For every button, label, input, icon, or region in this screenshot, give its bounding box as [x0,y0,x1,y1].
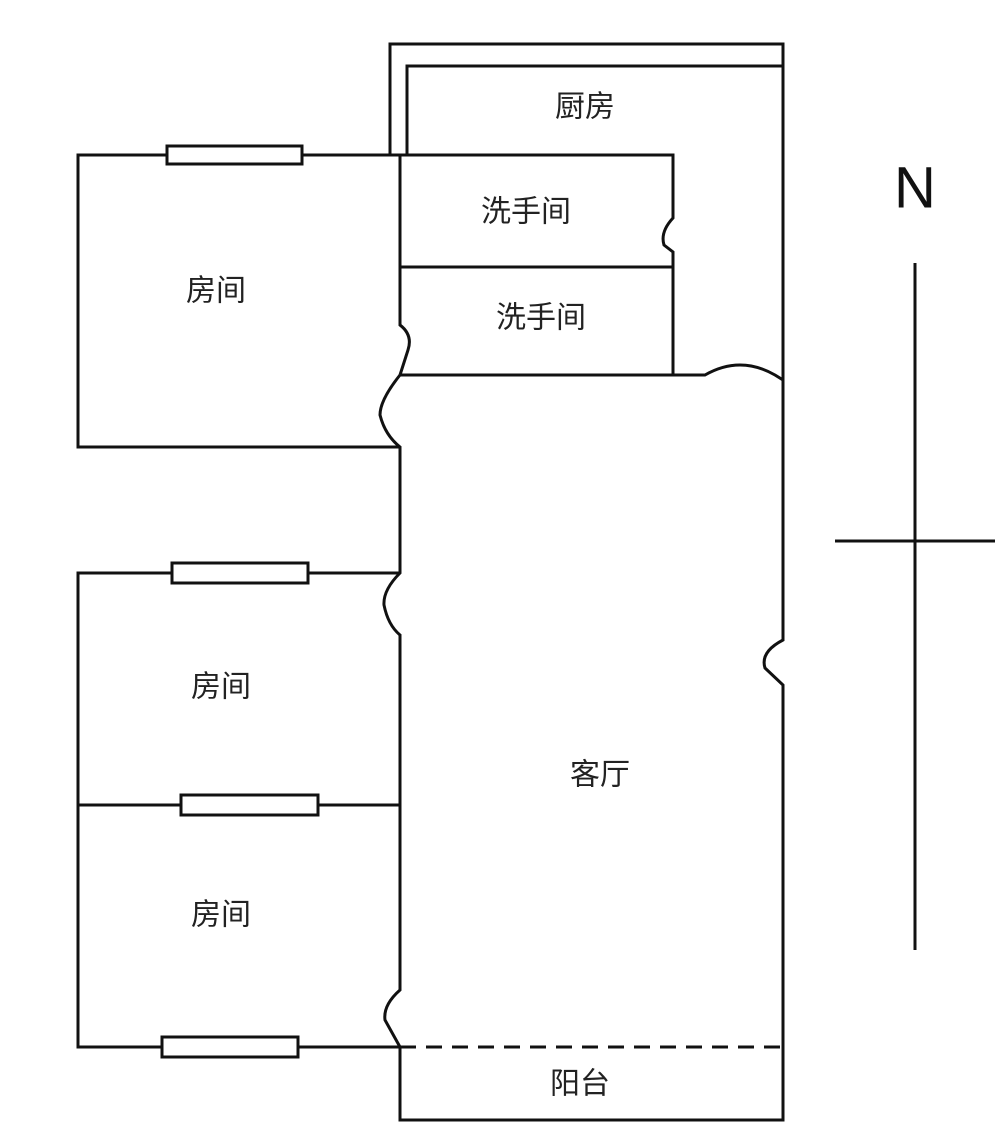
bedroom-1-label: 房间 [186,274,246,309]
bedroom-3 [76,793,400,1059]
window [179,793,320,817]
bedroom-1 [76,144,400,449]
bathroom-1-label: 洗手间 [481,195,571,230]
living-room [378,363,785,1048]
north-label: N [894,155,936,220]
balcony [398,1045,785,1122]
kitchen [388,42,785,380]
kitchen-label: 厨房 [555,90,615,125]
window [165,144,304,166]
compass: N [835,155,995,950]
bathroom-2-label: 洗手间 [496,301,586,336]
window [160,1035,300,1059]
bedroom-3-label: 房间 [191,898,251,933]
window [170,561,310,585]
living-room-label: 客厅 [570,758,630,793]
bedroom-2-label: 房间 [191,670,251,705]
balcony-label: 阳台 [550,1067,610,1102]
bathrooms [398,153,675,376]
